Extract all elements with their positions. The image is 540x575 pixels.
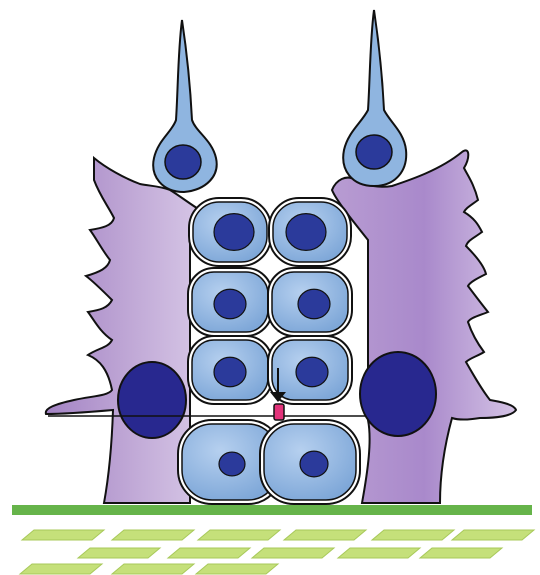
precursor-nucleus xyxy=(219,452,245,476)
support-cell-left xyxy=(46,158,200,503)
collagen-fiber xyxy=(22,530,104,540)
precursor-nucleus xyxy=(286,214,326,251)
precursor-cell-column-right xyxy=(260,198,360,504)
collagen-fiber xyxy=(112,564,194,574)
collagen-fiber xyxy=(198,530,280,540)
precursor-nucleus xyxy=(214,357,246,386)
collagen-fibers xyxy=(20,530,534,574)
collagen-fiber xyxy=(284,530,366,540)
collagen-fiber xyxy=(420,548,502,558)
support-nucleus-right xyxy=(360,352,436,436)
precursor-nucleus xyxy=(300,451,328,477)
precursor-nucleus xyxy=(214,289,246,318)
precursor-cell xyxy=(268,268,352,336)
collagen-fiber xyxy=(112,530,194,540)
collagen-fiber xyxy=(78,548,160,558)
neuron-nucleus-left xyxy=(165,145,201,179)
precursor-cell xyxy=(269,198,351,266)
precursor-cell xyxy=(188,268,272,336)
precursor-cell xyxy=(188,336,272,404)
basal-membrane xyxy=(12,505,532,515)
collagen-fiber xyxy=(196,564,278,574)
collagen-fiber xyxy=(252,548,334,558)
junction-marker xyxy=(274,404,284,420)
neuron-nucleus-right xyxy=(356,135,392,169)
collagen-fiber xyxy=(372,530,454,540)
precursor-nucleus xyxy=(296,357,328,386)
collagen-fiber xyxy=(20,564,102,574)
sensory-neuron-right xyxy=(343,10,406,186)
collagen-fiber xyxy=(452,530,534,540)
collagen-fiber xyxy=(168,548,250,558)
precursor-cell xyxy=(189,198,271,266)
collagen-fiber xyxy=(338,548,420,558)
precursor-cell xyxy=(260,420,360,504)
precursor-nucleus xyxy=(214,214,254,251)
sensory-neuron-left xyxy=(153,20,216,192)
precursor-nucleus xyxy=(298,289,330,318)
support-nucleus-left xyxy=(118,362,186,438)
